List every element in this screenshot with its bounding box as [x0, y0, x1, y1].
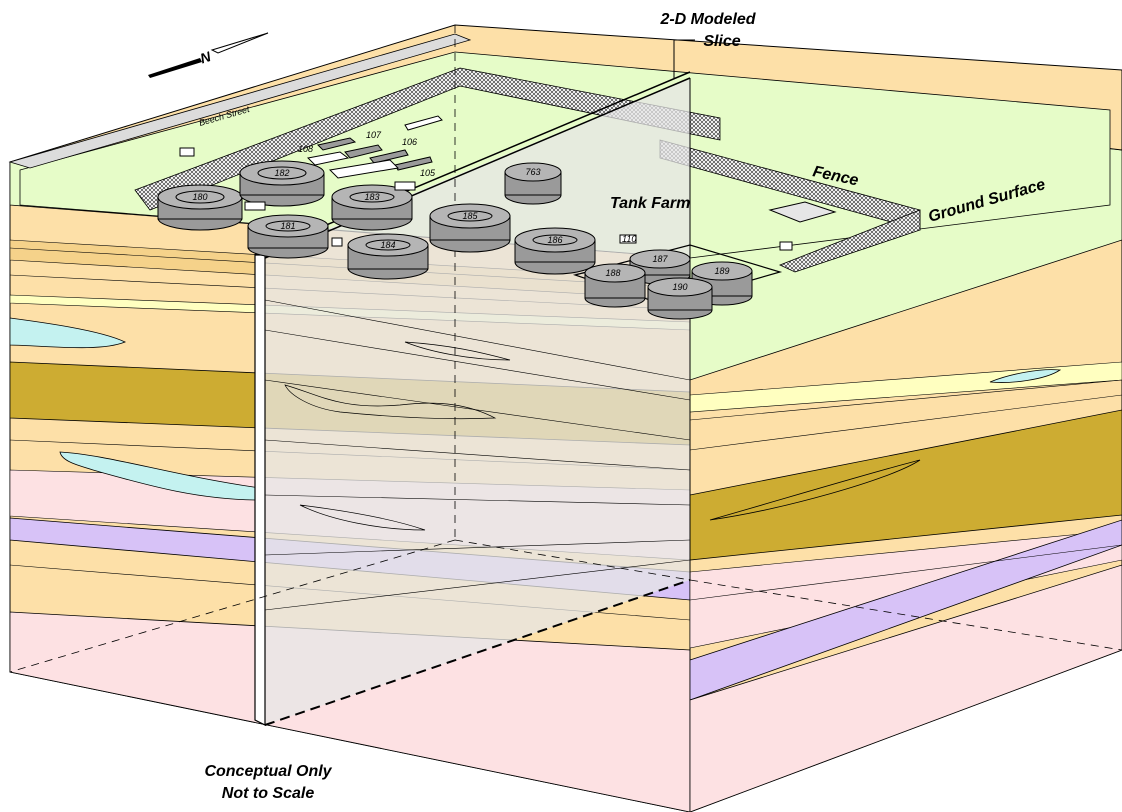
tank-181-label: 181 [280, 221, 295, 231]
slice-callout: 2-D Modeled Slice [659, 11, 757, 78]
tank-183-label: 183 [364, 192, 379, 202]
tank-186: 186 [514, 227, 596, 275]
building-106-label: 106 [402, 137, 417, 147]
right-face [689, 99, 1122, 812]
tank-190: 190 [647, 277, 713, 320]
tank-763-label: 763 [525, 167, 540, 177]
building-108-label: 108 [298, 144, 313, 154]
tank-188-label: 188 [605, 268, 620, 278]
tank-186-label: 186 [547, 235, 562, 245]
note-line2: Not to Scale [222, 785, 315, 802]
tank-189-label: 189 [714, 266, 729, 276]
slice-label-line1: 2-D Modeled [659, 11, 756, 28]
north-label: N [198, 48, 213, 67]
tank-185: 185 [429, 203, 511, 253]
tank-184-label: 184 [380, 240, 395, 250]
tank-181: 181 [247, 214, 329, 259]
tank-183: 183 [331, 184, 413, 231]
tank-180-label: 180 [192, 192, 207, 202]
tank-185-label: 185 [462, 211, 478, 221]
slice-label-line2: Slice [703, 33, 740, 50]
north-arrow: N [148, 32, 269, 78]
tank-763: 763 [504, 162, 562, 205]
building-110-label: 110 [622, 234, 636, 244]
tank-187-label: 187 [652, 254, 668, 264]
building-105-label: 105 [420, 168, 436, 178]
tank-188: 188 [584, 263, 646, 308]
note-line1: Conceptual Only [204, 763, 332, 780]
tank-182: 182 [239, 160, 325, 207]
tank-182-label: 182 [274, 168, 289, 178]
tank-190-label: 190 [672, 282, 687, 292]
tank-farm-label: Tank Farm [610, 195, 690, 212]
fence [134, 67, 921, 273]
tank-180: 180 [157, 184, 243, 231]
tank-184: 184 [347, 233, 429, 280]
buildings: 108 107 106 105 110 [179, 115, 837, 251]
building-107-label: 107 [366, 130, 382, 140]
